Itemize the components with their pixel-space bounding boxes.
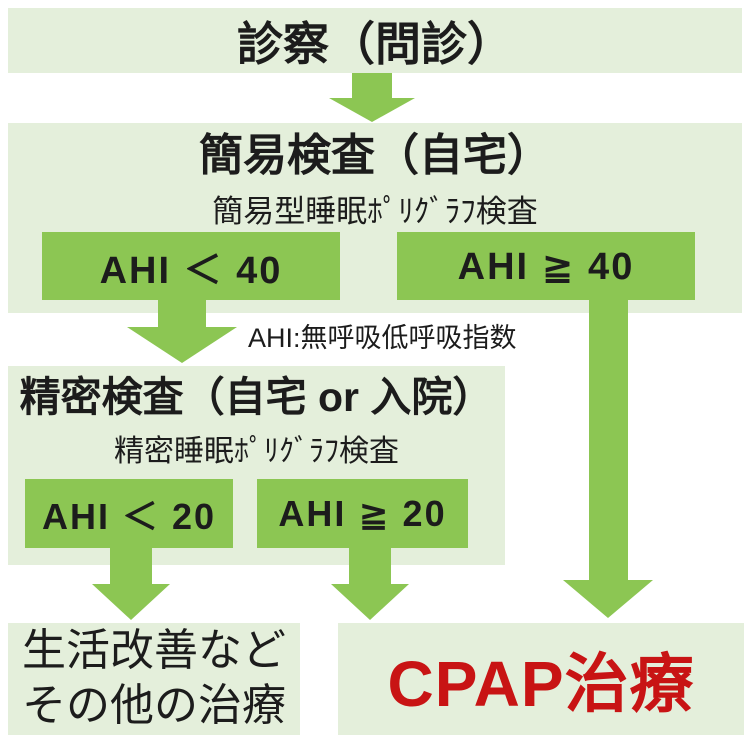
arrow-head — [331, 584, 409, 620]
arrow-stem — [349, 548, 391, 585]
arrow-stem — [589, 300, 628, 581]
detailed-test-subtitle: 精密睡眠ﾎﾟﾘｸﾞﾗﾌ検査 — [114, 435, 399, 469]
branch-ahi-ge-40-label: AHI ≧ 40 — [457, 245, 635, 288]
simple-test-title: 簡易検査（自宅） — [199, 131, 551, 180]
consultation-label: 診察（問診） — [237, 17, 513, 70]
detailed-test-title: 精密検査（自宅 or 入院） — [19, 374, 494, 420]
arrow-head — [127, 327, 237, 363]
node-other-treatment: 生活改善など その他の治療 — [8, 623, 300, 735]
arrow-stem — [158, 300, 206, 328]
branch-ahi-lt-20-label: AHI ＜ 20 — [41, 495, 217, 537]
branch-ahi-ge-20: AHI ≧ 20 — [257, 479, 468, 548]
branch-ahi-lt-40: AHI ＜ 40 — [42, 232, 340, 300]
other-treatment-line1: 生活改善など — [22, 626, 286, 676]
simple-test-subtitle: 簡易型睡眠ﾎﾟﾘｸﾞﾗﾌ検査 — [212, 193, 538, 229]
ahi-definition-note: AHI:無呼吸低呼吸指数 — [248, 323, 517, 353]
arrow-stem — [110, 548, 152, 585]
branch-ahi-lt-40-label: AHI ＜ 40 — [99, 249, 283, 292]
arrow-head — [329, 98, 415, 122]
node-consultation: 診察（問診） — [8, 8, 742, 73]
node-cpap-treatment: CPAP治療 — [338, 623, 744, 735]
cpap-treatment-label: CPAP治療 — [387, 648, 695, 720]
branch-ahi-ge-40: AHI ≧ 40 — [397, 232, 695, 300]
arrow-head — [563, 580, 653, 618]
arrow-stem — [352, 73, 392, 99]
arrow-head — [92, 584, 170, 620]
branch-ahi-ge-20-label: AHI ≧ 20 — [278, 492, 447, 534]
branch-ahi-lt-20: AHI ＜ 20 — [25, 479, 233, 548]
other-treatment-line2: その他の治療 — [22, 681, 286, 730]
